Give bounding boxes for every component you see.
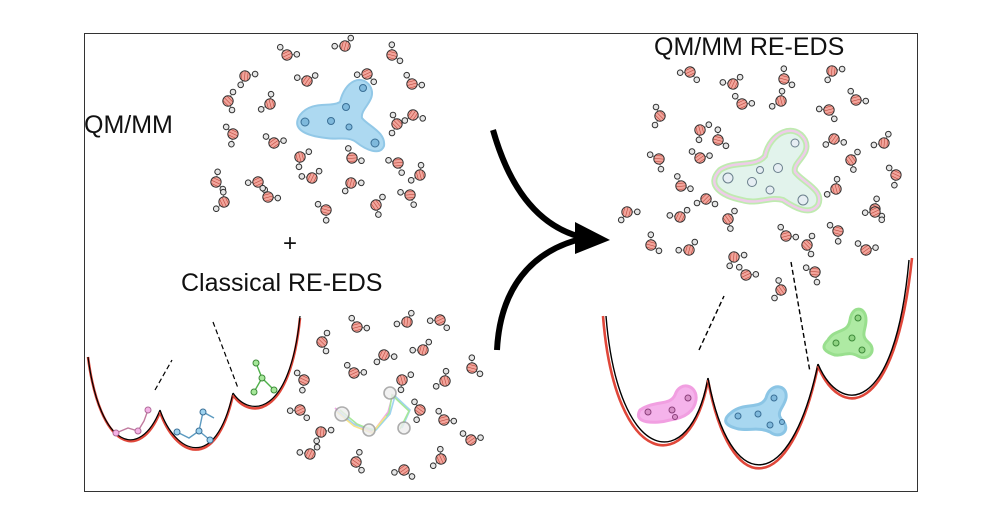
water-molecule-icon	[644, 146, 672, 174]
water-molecule-icon	[718, 72, 747, 94]
water-molecule-icon	[285, 400, 314, 422]
arrow-icon	[490, 129, 610, 351]
water-molecule-icon	[613, 200, 642, 226]
water-molecule-icon	[772, 64, 798, 93]
water-molecule-icon	[688, 116, 714, 145]
classical-energy-wells	[86, 315, 302, 451]
water-molecule-icon	[639, 230, 665, 259]
water-molecule-icon	[767, 86, 793, 115]
water-molecule-icon	[651, 103, 666, 129]
water-molecule-icon	[273, 43, 302, 65]
water-molecule-icon	[260, 132, 288, 151]
water-molecule-icon	[772, 222, 801, 248]
water-molecule-icon	[720, 205, 739, 233]
water-molecule-icon	[312, 196, 338, 225]
water-molecule-icon	[316, 329, 331, 355]
water-molecule-icon	[869, 128, 897, 156]
blue-solute-molecule	[724, 385, 788, 437]
water-molecule-icon	[674, 236, 703, 262]
classical-reeds-label: Classical RE-EDS	[181, 269, 383, 297]
water-molecule-icon	[337, 171, 366, 197]
water-molecule-icon	[460, 353, 486, 382]
water-molecule-icon	[395, 182, 423, 210]
qmmm-label: QM/MM	[84, 111, 173, 139]
water-molecule-icon	[732, 263, 761, 285]
water-molecule-icon	[343, 313, 372, 339]
water-molecule-icon	[388, 111, 403, 137]
water-molecule-icon	[212, 187, 234, 216]
water-molecule-icon	[392, 307, 420, 335]
water-molecule-icon	[801, 232, 816, 258]
water-molecule-icon	[814, 98, 843, 124]
water-molecule-icon	[308, 419, 336, 447]
water-molecule-icon	[409, 396, 428, 424]
water-molecule-icon	[770, 276, 789, 304]
water-molecule-icon	[820, 131, 848, 150]
water-molecule-icon	[429, 444, 451, 473]
water-molecule-icon	[852, 239, 880, 258]
water-molecule-icon	[425, 310, 454, 332]
water-molecule-icon	[842, 86, 871, 112]
qmmm-reeds-energy-wells	[601, 257, 914, 470]
water-molecule-icon	[408, 336, 437, 362]
water-molecule-icon	[728, 92, 757, 114]
water-molecule-icon	[706, 125, 732, 154]
water-molecule-icon	[370, 345, 399, 367]
water-molecule-icon	[822, 174, 848, 203]
water-molecule-icon	[383, 150, 411, 178]
water-molecule-icon	[721, 244, 749, 272]
water-molecule-icon	[399, 107, 427, 126]
green-solute-molecule	[822, 307, 874, 359]
water-molecule-icon	[457, 429, 485, 448]
water-molecule-icon	[348, 448, 367, 476]
water-molecule-icon	[295, 442, 324, 464]
qm-solute-molecule	[296, 78, 386, 153]
water-molecule-icon	[800, 259, 828, 287]
water-molecule-icon	[339, 143, 367, 171]
water-molecule-icon	[256, 89, 282, 118]
water-molecule-icon	[243, 172, 272, 194]
water-molecule-icon	[430, 406, 459, 432]
water-molecule-icon	[843, 146, 862, 174]
water-molecule-icon	[297, 166, 326, 188]
water-molecule-icon	[686, 147, 714, 166]
water-molecule-icon	[668, 171, 696, 199]
water-molecule-icon	[232, 63, 260, 91]
water-molecule-icon	[693, 193, 719, 208]
pink-solute-molecule	[636, 384, 698, 424]
water-molecule-icon	[406, 160, 432, 189]
water-molecule-icon	[398, 70, 427, 96]
water-molecule-icon	[293, 70, 321, 89]
qmmm-reeds-label: QM/MM RE-EDS	[654, 33, 845, 61]
water-molecule-icon	[222, 88, 237, 114]
water-molecule-icon	[340, 361, 369, 383]
qmmm-reeds-solute	[711, 127, 823, 214]
water-molecule-icon	[288, 143, 314, 172]
classical-solute-overlay	[334, 386, 411, 437]
water-molecule-icon	[390, 462, 418, 481]
water-molecule-icon	[254, 183, 283, 209]
water-molecule-icon	[292, 366, 314, 395]
water-molecule-icon	[884, 161, 906, 190]
water-molecule-icon	[330, 32, 359, 58]
water-molecule-icon	[665, 205, 694, 227]
water-molecule-icon	[675, 62, 704, 84]
water-molecule-icon	[819, 58, 847, 86]
plus-sign: +	[283, 230, 298, 257]
water-molecule-icon	[431, 366, 457, 395]
water-molecule-icon	[368, 191, 387, 219]
water-molecule-icon	[221, 120, 243, 149]
water-molecule-icon	[824, 217, 850, 246]
water-molecule-icon	[380, 40, 406, 69]
